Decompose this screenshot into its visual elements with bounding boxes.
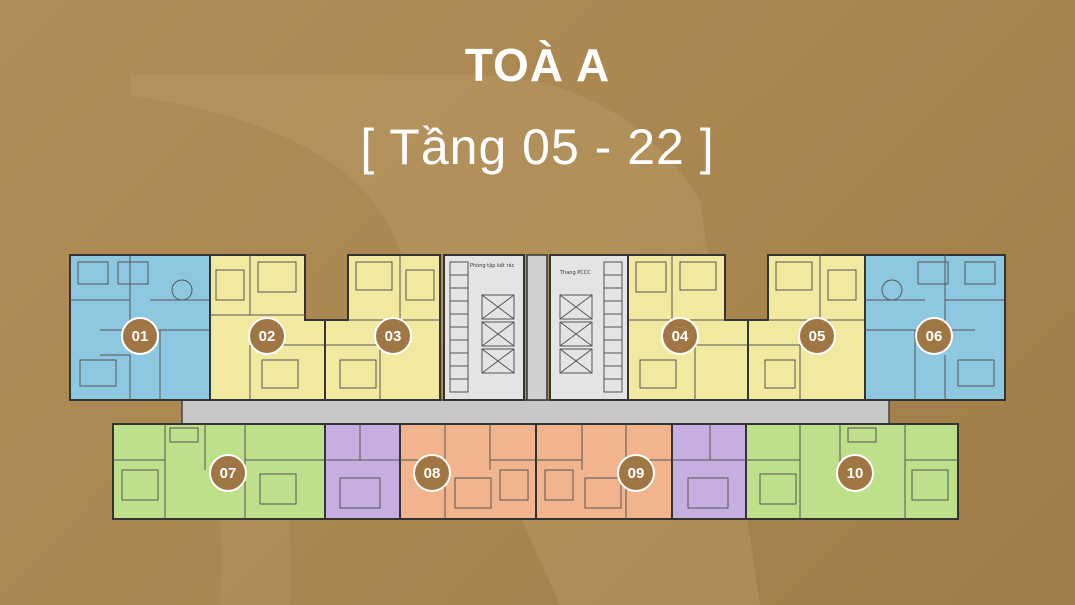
- svg-text:10: 10: [847, 465, 864, 482]
- corridor: [181, 399, 890, 425]
- badge-08[interactable]: 08: [413, 454, 451, 492]
- badge-07[interactable]: 07: [209, 454, 247, 492]
- badge-10[interactable]: 10: [836, 454, 874, 492]
- badge-02[interactable]: 02: [248, 317, 286, 355]
- badge-04[interactable]: 04: [661, 317, 699, 355]
- badge-06[interactable]: 06: [915, 317, 953, 355]
- svg-text:03: 03: [385, 328, 402, 345]
- building-title: TOÀ A: [464, 39, 611, 91]
- badge-03[interactable]: 03: [374, 317, 412, 355]
- core-right: Thang PCCC: [549, 254, 629, 401]
- badge-05[interactable]: 05: [798, 317, 836, 355]
- unit-07b[interactable]: [324, 423, 401, 520]
- garbage-room-label: Phòng tập kết rác: [470, 262, 515, 269]
- svg-text:06: 06: [926, 328, 943, 345]
- svg-text:04: 04: [672, 328, 689, 345]
- svg-text:02: 02: [259, 328, 276, 345]
- svg-text:07: 07: [220, 465, 237, 482]
- svg-text:01: 01: [132, 328, 149, 345]
- svg-text:09: 09: [628, 465, 645, 482]
- svg-text:08: 08: [424, 465, 441, 482]
- badge-09[interactable]: 09: [617, 454, 655, 492]
- floor-range-subtitle: [ Tầng 05 - 22 ]: [360, 119, 715, 175]
- badge-01[interactable]: 01: [121, 317, 159, 355]
- unit-10b[interactable]: [671, 423, 747, 520]
- svg-text:05: 05: [809, 328, 826, 345]
- fire-stair-label: Thang PCCC: [559, 270, 591, 276]
- core-left: Phòng tập kết rác: [443, 254, 525, 401]
- shaft: [526, 254, 548, 401]
